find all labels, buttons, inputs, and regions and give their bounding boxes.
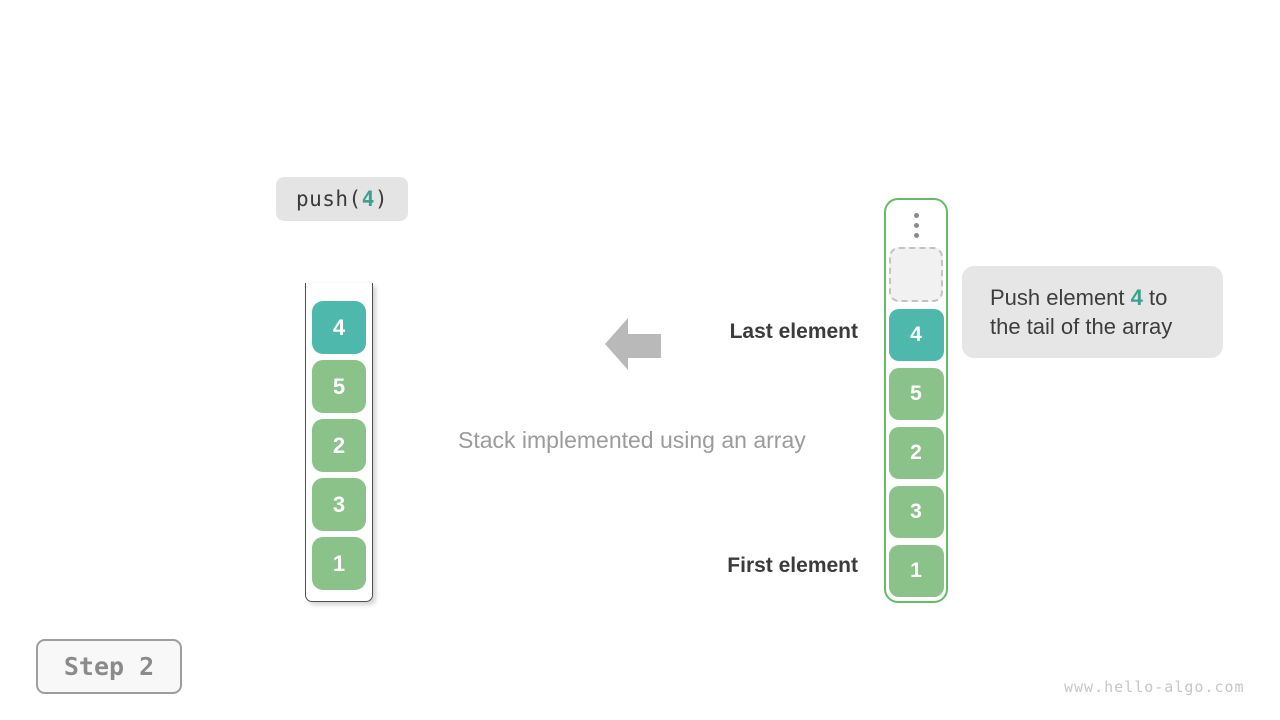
stack-element: 4 [312,301,366,354]
push-operation-badge: push(4) [276,177,408,221]
vertical-ellipsis-icon [913,211,919,240]
push-code-suffix: ) [374,187,389,211]
diagram-caption: Stack implemented using an array [458,427,806,453]
stack-element: 3 [312,478,366,531]
first-element-label: First element [727,554,858,577]
arrow-left-icon [605,318,661,370]
tooltip-line-2: the tail of the array [990,314,1173,339]
array-element: 4 [888,309,944,361]
operation-tooltip: Push element 4 to the tail of the array [962,266,1223,358]
stack-element: 5 [312,360,366,413]
stack-container: 4 5 2 3 1 [305,283,373,602]
array-element: 5 [888,368,944,420]
stack-element: 1 [312,537,366,590]
array-container: 4 5 2 3 1 [884,198,948,603]
push-code-argument: 4 [361,187,375,211]
watermark: www.hello-algo.com [1064,678,1245,696]
array-element: 3 [888,486,944,538]
array-element: 1 [888,545,944,597]
tooltip-value: 4 [1130,285,1143,310]
push-code-prefix: push( [295,187,362,211]
stack-element: 2 [312,419,366,472]
tooltip-line-1: Push element 4 to [990,285,1168,310]
last-element-label: Last element [729,320,858,343]
step-badge: Step 2 [36,639,182,694]
empty-array-slot [889,247,943,302]
array-element: 2 [888,427,944,479]
